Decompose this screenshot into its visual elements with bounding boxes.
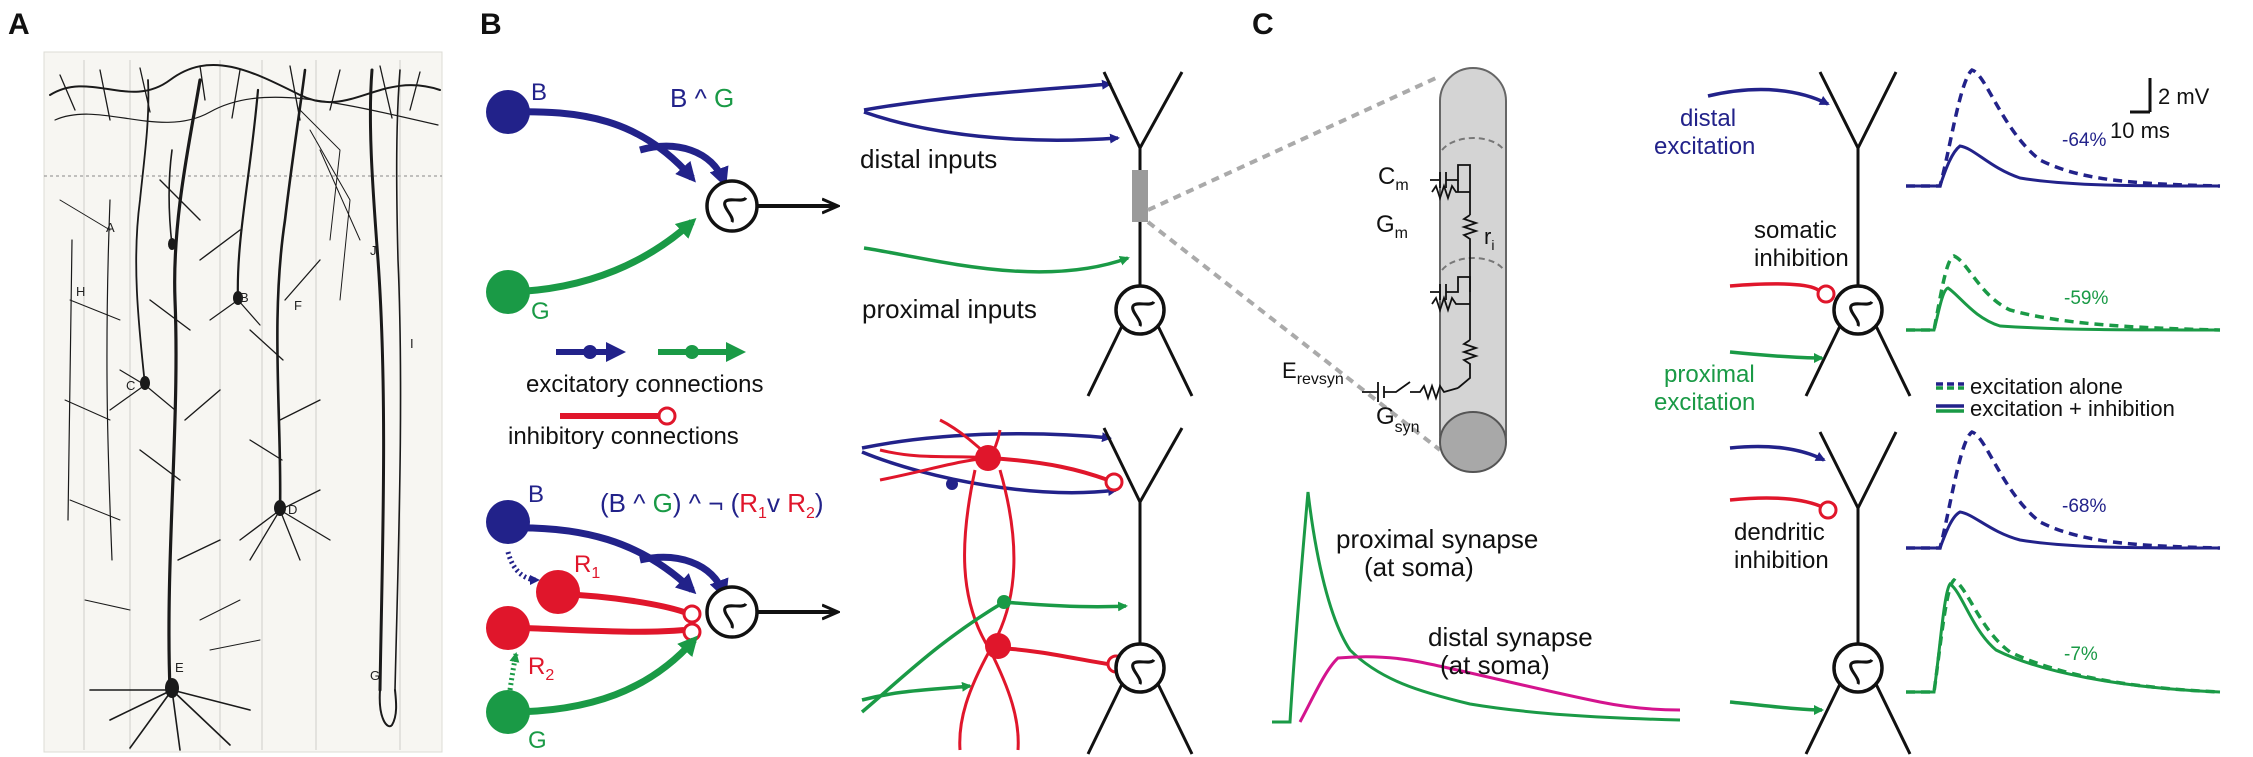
row5-percent: -7% [2064, 644, 2098, 665]
cell-label-g: G [370, 668, 380, 683]
cell-label-j: J [370, 243, 377, 258]
neuron-unit-bottom [705, 585, 759, 639]
row4-label-2: inhibition [1734, 547, 1829, 574]
legend-inhibitory: inhibitory connections [508, 423, 739, 450]
row3-label-1: proximal [1664, 361, 1755, 388]
row2-label-1: somatic [1754, 217, 1837, 244]
panel-label-c: C [1252, 8, 1274, 41]
input-node-r1 [536, 570, 580, 614]
row-distal-excitation: distal excitation -64% [1654, 68, 2221, 286]
row-proximal-excitation: proximal excitation excitation alone exc… [1654, 361, 2175, 421]
node-label-b: B [531, 79, 547, 106]
row-somatic-inhibition: somatic inhibition -59% [1729, 217, 2221, 397]
row2-percent: -59% [2064, 288, 2108, 309]
label-gm: Gm [1376, 211, 1408, 242]
logic-and-not-diagram: B R1 R2 G (B ^ G) ^ ¬ (R1v R2) [486, 481, 836, 754]
node-label-g2: G [528, 727, 547, 754]
connection-legend: excitatory connections inhibitory connec… [508, 342, 763, 450]
cell-label-i: I [410, 336, 414, 351]
cable-model: Cm Gm ri Erevsyn Gsyn [1146, 67, 1507, 473]
logic-expression-bottom: (B ^ G) ^ ¬ (R1v R2) [600, 488, 824, 522]
legend-excitation-alone: excitation alone [1970, 374, 2123, 399]
node-label-g: G [531, 298, 550, 325]
input-node-g [486, 270, 530, 314]
distal-synapse-label-1: distal synapse [1428, 622, 1593, 652]
input-node-g2 [486, 690, 530, 734]
cell-label-f: F [294, 298, 302, 313]
proximal-synapse-label-2: (at soma) [1364, 552, 1474, 582]
label-erevsyn: Erevsyn [1282, 358, 1344, 388]
neuron-top-b: distal inputs proximal inputs [860, 71, 1194, 397]
neuron-drawing: A B C D E F G H I J [43, 51, 443, 753]
cell-label-d: D [288, 502, 297, 517]
distal-inputs-label: distal inputs [860, 144, 997, 174]
logic-expression-top: B ^ G [670, 83, 734, 113]
row4-percent: -68% [2062, 496, 2106, 517]
input-node-r2 [486, 606, 530, 650]
cell-label-a: A [106, 220, 115, 235]
cell-label-b: B [240, 290, 249, 305]
input-node-b2 [486, 500, 530, 544]
row3-label-2: excitation [1654, 389, 1755, 416]
scale-bar: 2 mV 10 ms [2110, 78, 2210, 143]
legend-excitatory: excitatory connections [526, 371, 763, 398]
proximal-inputs-label: proximal inputs [862, 294, 1037, 324]
row4-label-1: dendritic [1734, 519, 1825, 546]
label-ri: ri [1484, 224, 1494, 253]
input-node-b [486, 90, 530, 134]
panel-label-b: B [480, 8, 502, 41]
cell-label-e: E [175, 660, 184, 675]
legend-excitation-inhibition: excitation + inhibition [1970, 396, 2175, 421]
cell-label-h: H [76, 284, 85, 299]
scale-mv: 2 mV [2158, 84, 2210, 109]
node-label-r2: R2 [528, 653, 554, 684]
synapse-traces: proximal synapse (at soma) distal synaps… [1272, 491, 1681, 724]
row1-label-1: distal [1680, 105, 1736, 132]
row-proximal-dendritic: -7% [1729, 577, 2221, 755]
row1-percent: -64% [2062, 130, 2106, 151]
row1-label-2: excitation [1654, 133, 1755, 160]
row-dendritic-inhibition: dendritic inhibition -68% [1729, 430, 2221, 644]
scale-ms: 10 ms [2110, 118, 2170, 143]
distal-synapse-label-2: (at soma) [1440, 650, 1550, 680]
node-label-r1: R1 [574, 551, 600, 582]
neuron-bottom-b [860, 418, 1194, 755]
row2-label-2: inhibition [1754, 245, 1849, 272]
label-cm: Cm [1378, 163, 1409, 194]
neuron-unit-top [705, 179, 759, 233]
cell-label-c: C [126, 378, 135, 393]
proximal-synapse-label-1: proximal synapse [1336, 524, 1538, 554]
logic-and-diagram: B G B ^ G [486, 79, 836, 325]
panel-label-a: A [8, 8, 30, 41]
label-gsyn: Gsyn [1376, 403, 1420, 436]
node-label-b2: B [528, 481, 544, 508]
